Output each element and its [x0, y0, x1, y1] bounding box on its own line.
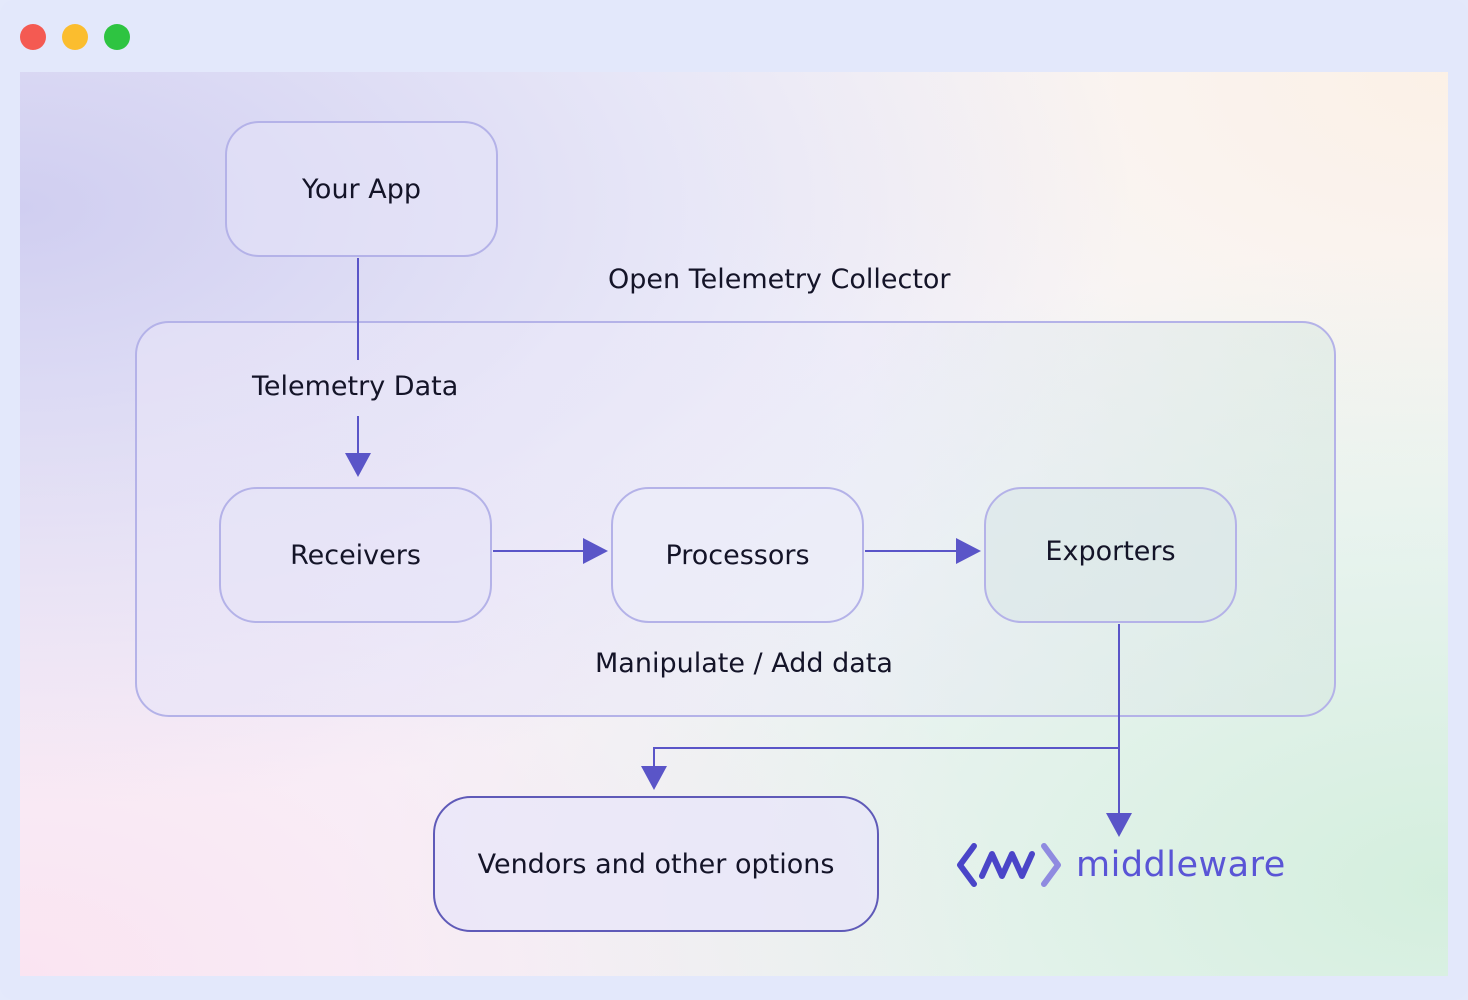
telemetry-data-label: Telemetry Data — [252, 371, 459, 402]
manipulate-label: Manipulate / Add data — [595, 648, 893, 679]
receivers-label: Receivers — [290, 539, 421, 571]
exporters-to-vendors-connector — [653, 747, 1119, 768]
vendors-label: Vendors and other options — [477, 848, 835, 880]
arrowhead-processors — [583, 538, 608, 564]
maximize-window-button[interactable] — [104, 24, 130, 50]
processors-label: Processors — [665, 539, 810, 571]
processors-node: Processors — [611, 487, 864, 623]
middleware-brand-name: middleware — [1076, 845, 1286, 885]
close-window-button[interactable] — [20, 24, 46, 50]
receivers-node: Receivers — [219, 487, 492, 623]
arrowhead-exporters — [956, 538, 981, 564]
collector-title: Open Telemetry Collector — [608, 264, 951, 295]
arrowhead-receivers — [345, 453, 371, 477]
arrowhead-middleware — [1106, 813, 1132, 837]
minimize-window-button[interactable] — [62, 24, 88, 50]
middleware-logo: middleware — [954, 840, 1286, 890]
arrowhead-vendors — [641, 766, 667, 790]
middleware-logo-icon — [957, 843, 1061, 887]
vendors-node: Vendors and other options — [433, 796, 879, 932]
exporters-node: Exporters — [984, 487, 1237, 623]
your-app-label: Your App — [302, 173, 421, 205]
your-app-node: Your App — [225, 121, 498, 257]
exporters-label: Exporters — [1045, 535, 1176, 567]
